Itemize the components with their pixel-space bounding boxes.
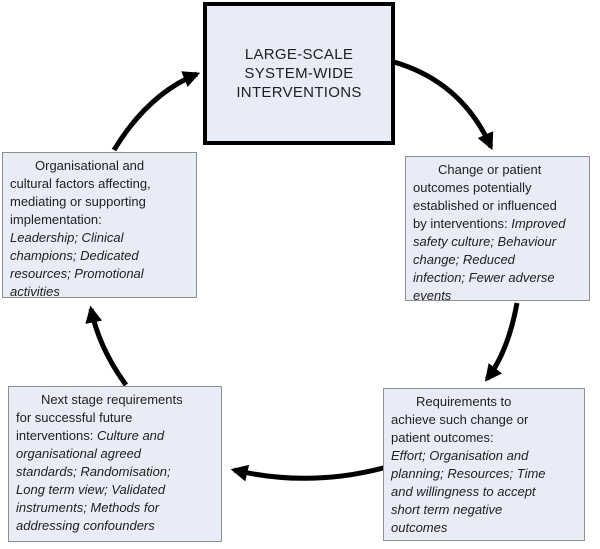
node-text: Requirements to achieve such change or p…	[391, 393, 577, 537]
node-text-italic: Culture and organisational agreed standa…	[16, 428, 171, 533]
node-organisational-factors: Organisational and cultural factors affe…	[2, 152, 197, 301]
node-text-italic: Improved safety culture; Behaviour chang…	[413, 216, 566, 303]
node-change-outcomes: Change or patient outcomes potentially e…	[405, 156, 590, 303]
node-text: Next stage requirements for successful f…	[16, 391, 214, 535]
arrow-next-stage-to-organisational	[85, 305, 129, 387]
node-text-italic: Leadership; Clinical champions; Dedicate…	[10, 230, 144, 299]
node-text-italic: Effort; Organisation and planning; Resou…	[391, 448, 546, 535]
node-text-plain: Organisational and cultural factors affe…	[10, 158, 151, 227]
node-text-plain: Requirements to achieve such change or p…	[391, 394, 529, 445]
node-text-plain: Change or patient outcomes potentially e…	[413, 162, 557, 231]
node-text: Organisational and cultural factors affe…	[10, 157, 189, 301]
arrow-outcomes-to-requirements	[484, 302, 520, 382]
arrow-interventions-to-outcomes	[393, 59, 494, 151]
node-text: Change or patient outcomes potentially e…	[413, 161, 582, 305]
node-requirements: Requirements to achieve such change or p…	[383, 388, 585, 541]
node-large-scale-interventions: LARGE-SCALE SYSTEM-WIDE INTERVENTIONS	[203, 2, 395, 145]
arrow-requirements-to-next-stage	[230, 464, 388, 482]
center-node-label: LARGE-SCALE SYSTEM-WIDE INTERVENTIONS	[236, 46, 362, 101]
arrow-organisational-to-interventions	[111, 71, 201, 152]
node-text-plain: Next stage requirements for successful f…	[16, 392, 183, 443]
node-next-stage-requirements: Next stage requirements for successful f…	[8, 386, 222, 542]
